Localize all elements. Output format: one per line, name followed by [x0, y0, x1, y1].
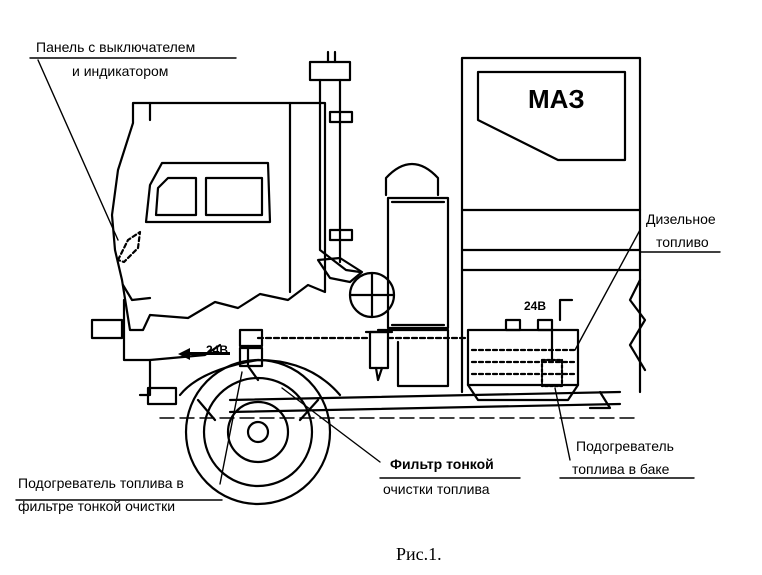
fine-filter-label-line2: очистки топлива	[383, 481, 490, 497]
fine-fuel-filter	[368, 330, 390, 370]
brand-logo: МАЗ	[528, 84, 585, 114]
window-pane-left	[154, 176, 198, 217]
air-filter-top	[384, 163, 440, 197]
leader-tank-heater	[554, 387, 571, 461]
cab-window	[144, 161, 272, 224]
leader-filter-heater	[219, 371, 243, 485]
diesel-label-line2: топливо	[656, 234, 709, 250]
panel-label-line2: и индикатором	[72, 63, 169, 79]
leader-panel	[37, 59, 119, 241]
diesel-label-line1: Дизельное	[646, 211, 716, 227]
voltage-left: 24В	[206, 343, 228, 357]
front-wheel-rim	[202, 376, 314, 488]
filter-heater-label-line2: фильтре тонкой очистки	[18, 498, 176, 514]
front-step	[146, 386, 178, 406]
front-bumper	[90, 318, 124, 340]
tank-fuel-level	[470, 348, 576, 376]
leader-fine-filter	[281, 387, 381, 463]
voltage-right: 24В	[524, 299, 546, 313]
front-wheel-outer	[184, 358, 332, 506]
panel-marker	[116, 230, 142, 264]
leader-diesel	[574, 229, 641, 351]
exhaust-cap	[308, 60, 352, 82]
fuel-tank	[466, 328, 580, 387]
arrow-left-icon	[178, 348, 190, 360]
tank-heater-label-line1: Подогреватель	[576, 438, 674, 454]
front-wheel-hub	[226, 400, 290, 464]
cab-outline	[110, 101, 327, 332]
air-filter-body	[386, 196, 450, 330]
panel-label-line1: Панель с выключателем	[36, 39, 196, 55]
filter-heater-label-line1: Подогреватель топлива в	[18, 475, 184, 491]
cab-door-line	[121, 283, 152, 302]
trailer-panel	[476, 70, 627, 162]
window-pane-right	[204, 176, 264, 217]
figure-caption: Рис.1.	[396, 544, 442, 564]
wheel-arch	[178, 358, 342, 397]
filter-heater-body	[238, 346, 264, 368]
tank-heater-label-line2: топлива в баке	[572, 461, 670, 477]
fine-filter-label-line1: Фильтр тонкой	[390, 456, 494, 472]
exhaust-pipe	[318, 78, 362, 274]
chassis-frame	[228, 390, 622, 414]
